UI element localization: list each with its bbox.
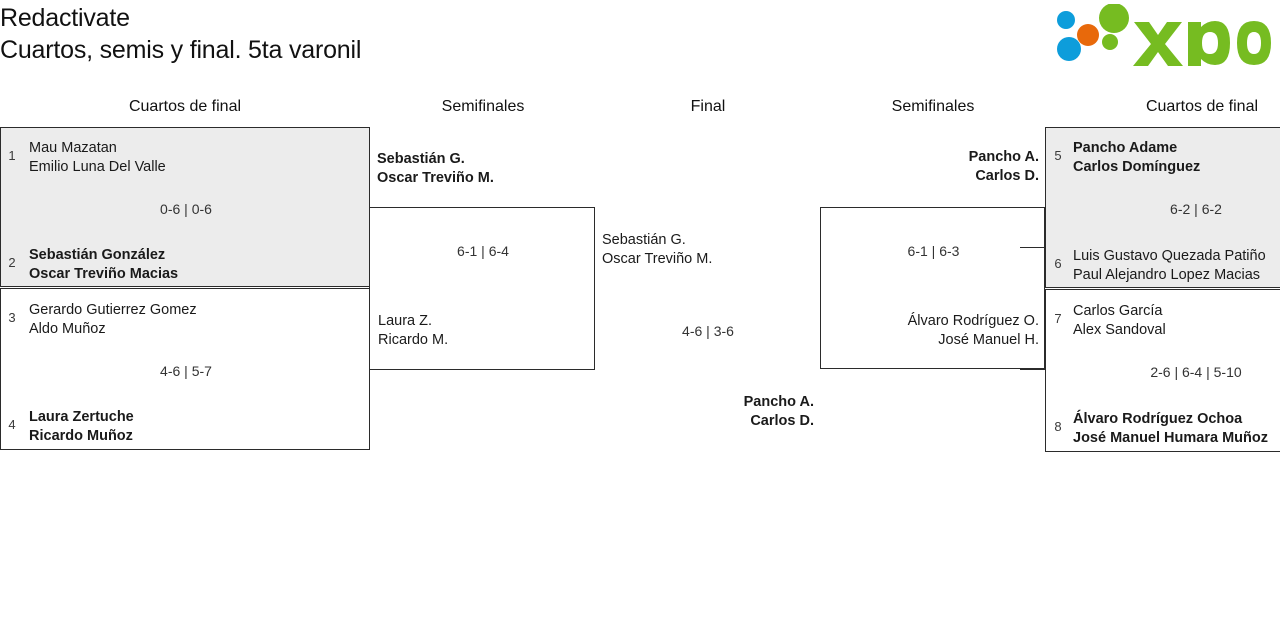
- xporty-logo: [1048, 4, 1278, 66]
- page-subtitle: Cuartos, semis y final. 5ta varonil: [0, 36, 362, 64]
- seed-number: 7: [1054, 311, 1062, 326]
- team-player-1: Álvaro Rodríguez Ochoa: [1073, 411, 1243, 427]
- sf-right-top-player-1: Pancho A.: [968, 149, 1039, 165]
- match-right-qf-1[interactable]: 5 Pancho Adame Carlos Domínguez 6-2 | 6-…: [1045, 127, 1280, 288]
- team-player-2: Ricardo M.: [378, 332, 449, 348]
- team-player-2: Paul Alejandro Lopez Macias: [1073, 267, 1261, 283]
- sf-left-top-player-2: Oscar Treviño M.: [377, 170, 494, 186]
- round-header-final: Final: [690, 98, 726, 115]
- team-player-2: Oscar Treviño Macias: [29, 266, 179, 282]
- team-player-1: Gerardo Gutierrez Gomez: [29, 302, 197, 318]
- team-player-1: Laura Z.: [378, 313, 432, 329]
- connector-right-qf1: [1020, 247, 1046, 248]
- final-score: 4-6 | 3-6: [682, 323, 734, 339]
- team-player-2: Aldo Muñoz: [29, 321, 106, 337]
- match-score: 4-6 | 5-7: [160, 363, 212, 379]
- team-player-1: Pancho Adame: [1073, 140, 1178, 156]
- page-title: Redactivate: [0, 4, 130, 32]
- xporty-logo-icon: [1057, 4, 1271, 66]
- match-score: 6-1 | 6-3: [907, 243, 960, 259]
- seed-number: 1: [8, 148, 16, 163]
- final-top-player-1: Sebastián G.: [602, 232, 686, 248]
- match-score: 0-6 | 0-6: [160, 201, 212, 217]
- seed-number: 4: [8, 417, 16, 432]
- seed-number: 3: [8, 310, 16, 325]
- team-player-1: Mau Mazatan: [29, 140, 117, 156]
- match-left-sf[interactable]: 6-1 | 6-4 Laura Z. Ricardo M.: [369, 207, 595, 370]
- match-score: 6-1 | 6-4: [457, 243, 509, 259]
- match-right-qf-2[interactable]: 7 Carlos García Alex Sandoval 2-6 | 6-4 …: [1045, 289, 1280, 452]
- final-bottom-player-2: Carlos D.: [750, 413, 814, 429]
- match-left-qf-2[interactable]: 3 Gerardo Gutierrez Gomez Aldo Muñoz 4-6…: [0, 288, 370, 450]
- team-player-1: Laura Zertuche: [29, 409, 134, 425]
- round-header-sf-right: Semifinales: [891, 98, 975, 115]
- seed-number: 5: [1054, 148, 1062, 163]
- match-left-qf-1[interactable]: 1 Mau Mazatan Emilio Luna Del Valle 0-6 …: [0, 127, 370, 287]
- team-player-2: Alex Sandoval: [1073, 322, 1166, 338]
- match-right-sf[interactable]: 6-1 | 6-3 Álvaro Rodríguez O. José Manue…: [820, 207, 1045, 369]
- seed-number: 8: [1054, 419, 1062, 434]
- team-player-1: Luis Gustavo Quezada Patiño: [1073, 248, 1266, 264]
- final-bottom-player-1: Pancho A.: [743, 394, 814, 410]
- team-player-1: Álvaro Rodríguez O.: [907, 313, 1039, 329]
- team-player-2: Emilio Luna Del Valle: [29, 159, 166, 175]
- seed-number: 6: [1054, 256, 1062, 271]
- round-header-sf-left: Semifinales: [441, 98, 525, 115]
- team-player-2: Carlos Domínguez: [1073, 159, 1201, 175]
- team-player-2: Ricardo Muñoz: [29, 428, 133, 444]
- round-header-qf-left: Cuartos de final: [128, 98, 242, 115]
- match-score: 2-6 | 6-4 | 5-10: [1150, 364, 1242, 380]
- sf-right-top-player-2: Carlos D.: [975, 168, 1039, 184]
- sf-left-top-player-1: Sebastián G.: [377, 151, 465, 167]
- match-score: 6-2 | 6-2: [1170, 201, 1222, 217]
- team-player-2: José Manuel H.: [938, 332, 1039, 348]
- team-player-2: José Manuel Humara Muñoz: [1073, 430, 1268, 446]
- team-player-1: Sebastián González: [29, 247, 166, 263]
- seed-number: 2: [8, 255, 16, 270]
- connector-right-qf2: [1020, 369, 1046, 370]
- team-player-1: Carlos García: [1073, 303, 1163, 319]
- round-header-qf-right: Cuartos de final: [1145, 98, 1259, 115]
- final-top-player-2: Oscar Treviño M.: [602, 251, 713, 267]
